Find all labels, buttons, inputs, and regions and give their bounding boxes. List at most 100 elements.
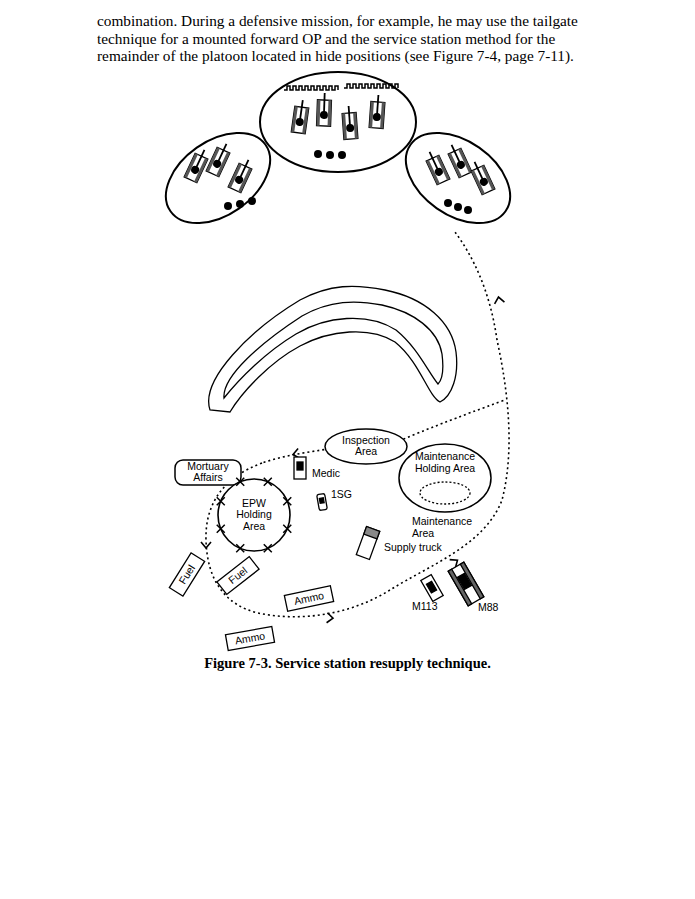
route-arrow: [494, 296, 505, 304]
wire-x-mark: [283, 525, 291, 533]
vehicle-body: [356, 527, 379, 560]
wire-x-mark: [217, 525, 225, 533]
tank-symbol: [423, 149, 450, 185]
medic-vehicle: [294, 457, 306, 479]
wire-x-mark: [264, 544, 272, 552]
m113-vehicle: [421, 575, 443, 602]
station-box: Fuel: [169, 552, 206, 597]
wire-x-mark: [236, 478, 244, 486]
1sg-vehicle: [317, 493, 328, 510]
dot: [314, 150, 322, 158]
vehicle-label: Supply truck: [384, 542, 442, 554]
wire-x-mark: [217, 497, 225, 505]
tank-symbol: [228, 157, 255, 193]
vehicle-label: M88: [478, 602, 498, 614]
ellipse-outline: [325, 429, 407, 464]
area-label: Maintenance Area: [412, 516, 474, 539]
wire-obstacle: [284, 84, 398, 90]
vehicle-label: 1SG: [331, 489, 352, 501]
dot: [464, 206, 472, 214]
node-label: Maintenance Holding Area: [412, 451, 478, 474]
vehicle-body: [294, 457, 306, 479]
tank-symbol: [342, 106, 358, 140]
vehicle-detail: [426, 581, 436, 593]
dot: [224, 202, 232, 210]
platoon-position: [260, 72, 416, 172]
circle-outline: [218, 479, 290, 551]
node-label: Inspection Area: [338, 435, 394, 458]
vehicle-body: [317, 493, 328, 510]
tank-symbol: [184, 147, 211, 183]
tank-gun: [452, 145, 461, 165]
tank-track: [342, 113, 347, 139]
tank-gun: [430, 152, 439, 172]
tank-symbol: [291, 99, 309, 134]
terrain-contour: [209, 286, 457, 412]
dot: [236, 200, 244, 208]
supply-truck: [356, 527, 379, 560]
body-paragraph: combination. During a defensive mission,…: [97, 12, 612, 65]
wire-line: [284, 86, 338, 90]
wire-x-mark: [264, 478, 272, 486]
holding-area-ellipse: Maintenance Holding Area: [398, 443, 492, 513]
tank-track: [353, 113, 358, 139]
m88-vehicle: [448, 562, 484, 606]
vehicle-detail: [319, 498, 324, 504]
node-label: Mortuary Affairs: [178, 461, 238, 484]
platoon-position: [149, 114, 286, 241]
platoon-position: [389, 114, 526, 241]
dots: [224, 150, 472, 214]
tank-track: [206, 147, 220, 172]
tank-symbol: [445, 142, 472, 178]
tank-track: [328, 100, 332, 126]
area-box: Mortuary Affairs: [174, 459, 242, 486]
tank-turret: [212, 158, 223, 169]
box-outline: [169, 552, 204, 595]
area-ellipse: Inspection Area: [324, 428, 408, 465]
tank-symbol: [206, 141, 233, 177]
route-line: [399, 400, 505, 441]
tank-turret: [456, 159, 467, 170]
tank-gun: [300, 100, 303, 122]
tank-gun: [349, 106, 351, 128]
dot: [338, 151, 346, 159]
tank-turret: [434, 166, 445, 177]
box-outline: [284, 585, 333, 610]
station-box: Fuel: [216, 555, 260, 594]
vehicle-body: [448, 562, 484, 606]
tank-track: [481, 165, 495, 190]
station-box: Ammo: [225, 625, 275, 650]
route-arrows: [201, 296, 504, 623]
holding-area-circle: EPW Holding Area: [217, 478, 291, 552]
vehicle-detail: [297, 462, 303, 470]
node-label: EPW Holding Area: [231, 498, 277, 533]
tank-gun: [217, 144, 226, 164]
tank-gun: [323, 93, 326, 115]
wire-line: [344, 84, 398, 88]
vehicle-label: M113: [412, 601, 438, 613]
box-outline: [225, 626, 274, 650]
tank-track: [317, 100, 321, 126]
wire-x-mark: [283, 497, 291, 505]
tank-turret: [479, 176, 490, 187]
vehicle-detail: [458, 573, 472, 589]
box-outline: [217, 556, 259, 594]
dot: [444, 199, 452, 207]
platoon-positions: [149, 72, 526, 242]
contour-line: [224, 302, 443, 398]
dot: [248, 197, 256, 205]
vehicle-label: Medic: [312, 468, 340, 480]
tank-gun: [195, 150, 204, 170]
tank-symbol: [369, 95, 385, 129]
tank-gun: [239, 160, 248, 180]
tank-track: [436, 155, 450, 180]
vehicle-body: [421, 575, 443, 602]
tank-turret: [234, 174, 245, 185]
station-box: Ammo: [284, 585, 334, 612]
dot: [454, 203, 462, 211]
tank-gun: [377, 95, 379, 117]
route-arrow: [201, 542, 211, 548]
tank-symbol: [317, 93, 332, 126]
tank-track: [380, 102, 385, 128]
